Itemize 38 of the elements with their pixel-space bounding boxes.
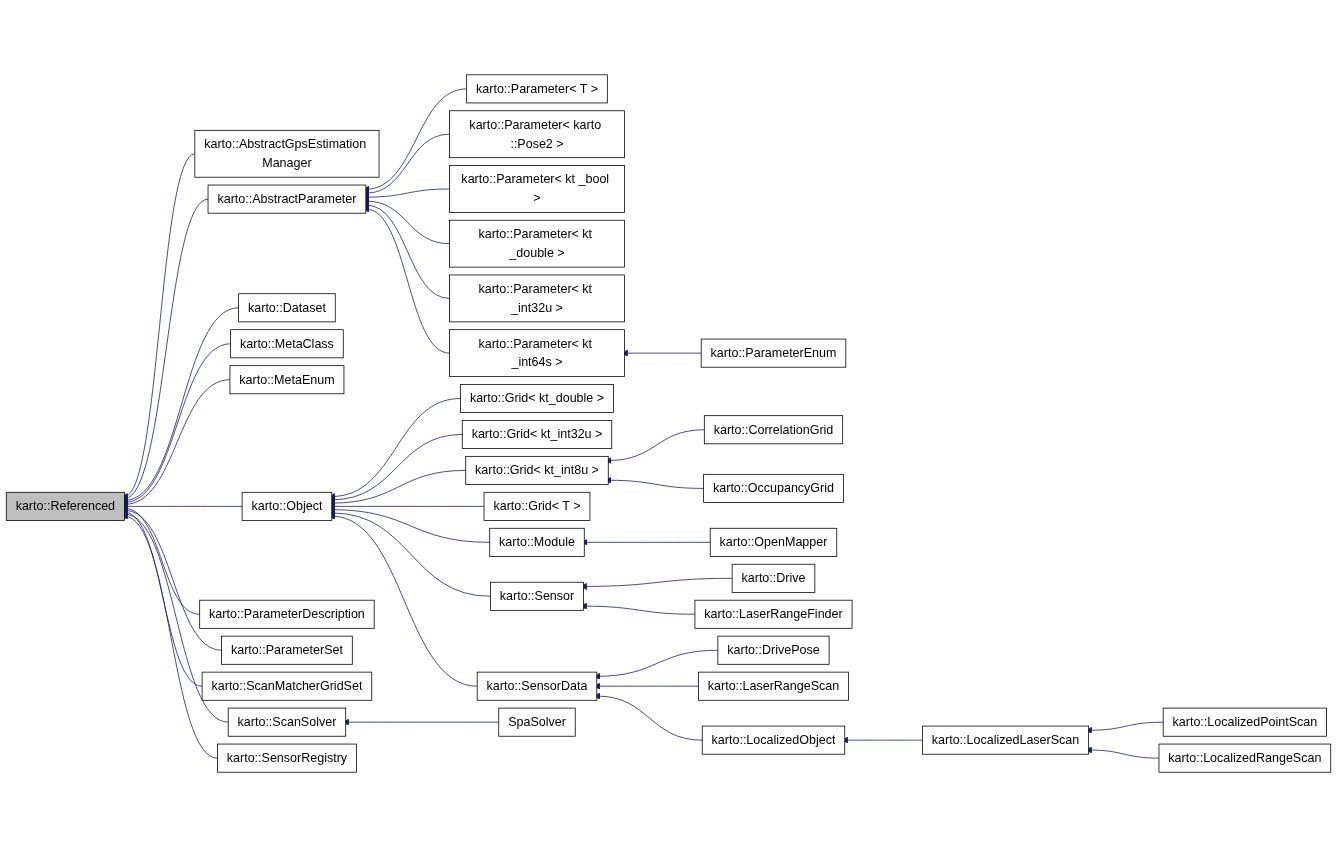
node-box: karto::LaserRangeFinder [694, 599, 853, 629]
node-box: karto::MetaEnum [229, 365, 345, 395]
node-box: karto::ParameterEnum [700, 338, 847, 368]
node-box: karto::ScanMatcherGridSet [201, 671, 373, 701]
node-box: karto::SensorData [476, 671, 598, 701]
node-box: karto::Parameter< karto ::Pose2 > [449, 110, 625, 159]
node-box: karto::LaserRangeScan [698, 671, 849, 701]
node-box: karto::DrivePose [717, 635, 830, 665]
node-box: karto::AbstractGpsEstimation Manager [194, 129, 380, 178]
node-box: karto::Grid< kt_double > [460, 384, 614, 413]
node-box: karto::Dataset [238, 293, 336, 323]
node-box: karto::MetaClass [230, 329, 344, 359]
node-box: karto::Object [241, 491, 333, 521]
node-box: karto::LocalizedObject [701, 725, 846, 755]
node-box: karto::Module [489, 527, 585, 557]
node-box: karto::ScanSolver [227, 707, 347, 737]
node-box: karto::ParameterDescription [199, 599, 375, 629]
node-box: karto::OccupancyGrid [703, 473, 844, 503]
node-box: karto::LocalizedPointScan [1162, 707, 1327, 737]
node-box: karto::OpenMapper [709, 527, 838, 557]
node-box: karto::LocalizedLaserScan [922, 725, 1089, 755]
node-box: karto::ParameterSet [221, 635, 353, 665]
node-box: karto::Grid< T > [483, 491, 591, 521]
node-box: SpaSolver [498, 707, 576, 737]
node-box: karto::Drive [731, 563, 816, 593]
node-box: karto::Grid< kt_int8u > [465, 455, 609, 485]
node-box: karto::Referenced [5, 491, 125, 521]
node-box: karto::Sensor [490, 581, 584, 611]
node-box: karto::CorrelationGrid [703, 415, 844, 445]
node-box: karto::Parameter< kt _int64s > [449, 329, 625, 377]
node-box: karto::Grid< kt_int32u > [461, 420, 613, 449]
node-box: karto::Parameter< kt _int32u > [449, 274, 625, 323]
node-box: karto::LocalizedRangeScan [1158, 743, 1332, 773]
node-box: karto::Parameter< kt _bool > [449, 165, 625, 213]
node-box: karto::AbstractParameter [207, 184, 367, 214]
node-box: karto::SensorRegistry [217, 743, 357, 773]
node-box: karto::Parameter< T > [466, 74, 608, 104]
node-box: karto::Parameter< kt _double > [449, 219, 625, 268]
